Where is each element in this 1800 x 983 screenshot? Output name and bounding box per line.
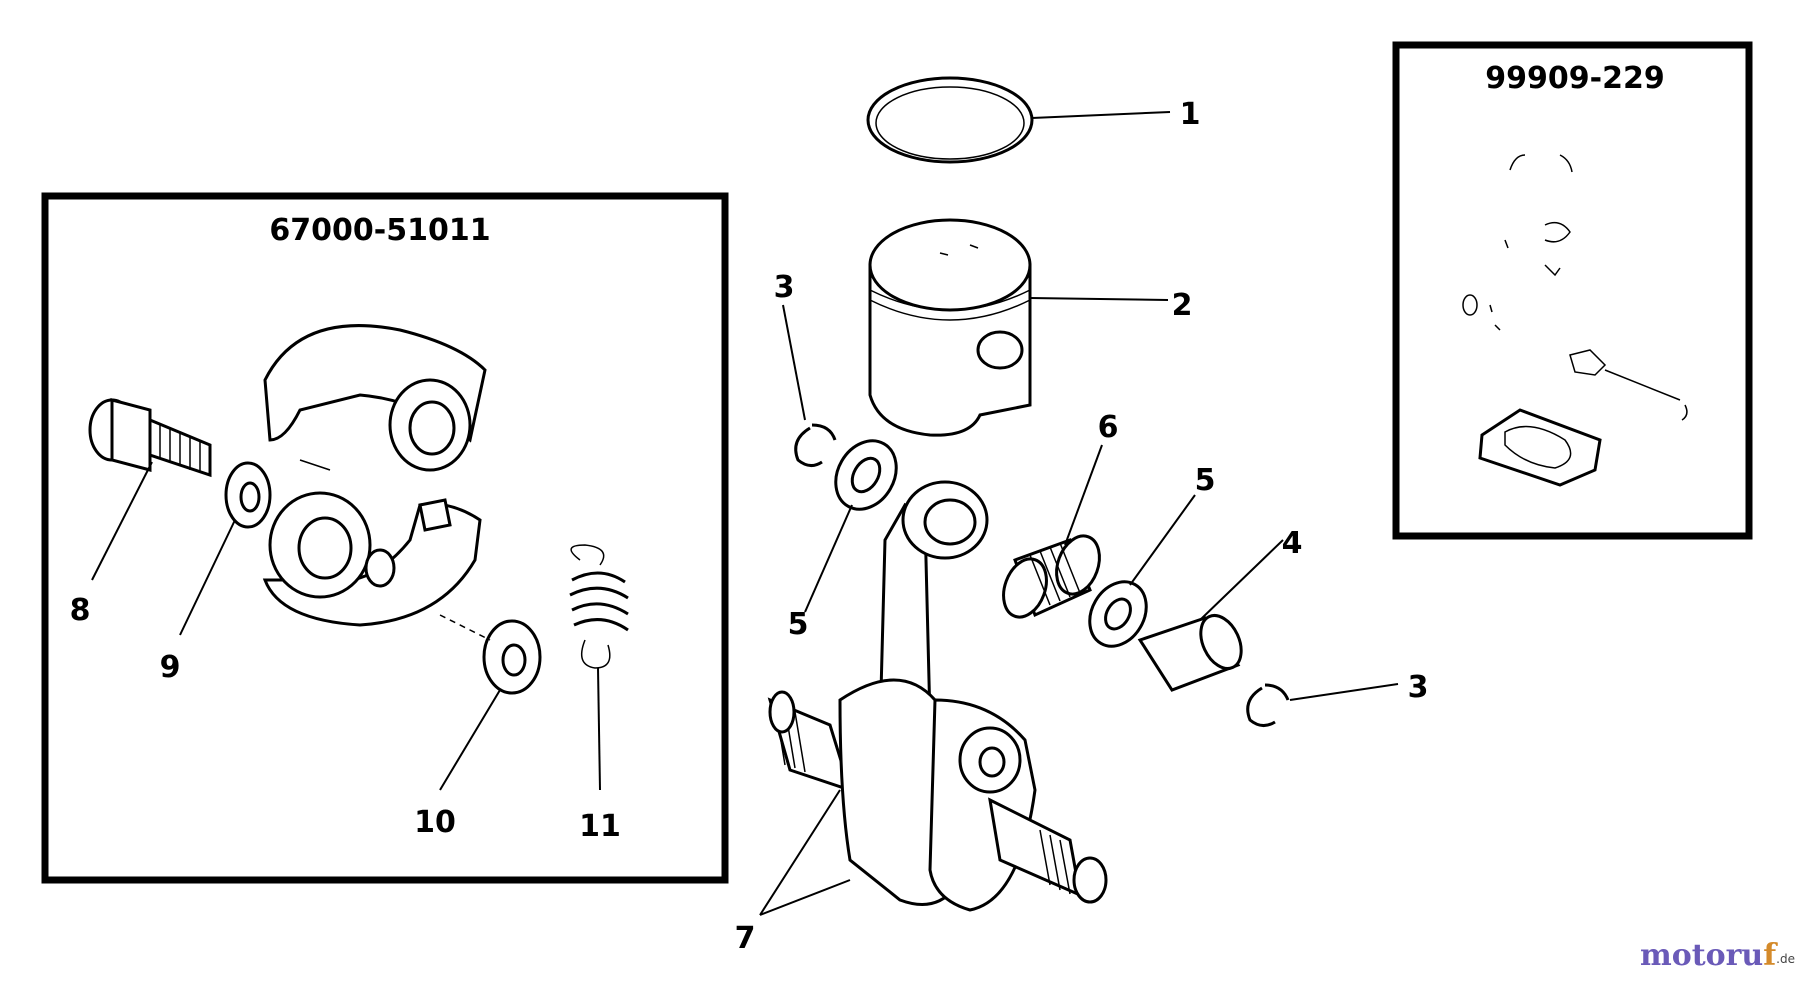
callout-1: 1 (1180, 97, 1201, 132)
callout-3-right: 3 (1408, 670, 1429, 705)
piston-pin (1137, 614, 1243, 692)
callout-5-left: 5 (788, 607, 809, 642)
clutch-bolt (88, 398, 212, 478)
circlip-left (794, 423, 837, 467)
leader-5-right (1129, 494, 1196, 586)
gasket-small-parts-icon (1504, 221, 1571, 277)
spring-11 (569, 544, 629, 669)
leader-11 (597, 667, 601, 791)
thrust-washer-right (1088, 580, 1148, 648)
piston-ring (866, 76, 1034, 164)
callout-9: 9 (160, 650, 181, 685)
watermark-logo: motoruf.de (1640, 938, 1795, 973)
gasket-kit-box: 99909-229 (1392, 41, 1753, 540)
leader-10 (439, 689, 501, 791)
circlip-right (1246, 683, 1290, 727)
svg-text:motoruf.de: motoruf.de (1640, 938, 1795, 973)
callout-8: 8 (70, 593, 91, 628)
leader-6 (1064, 444, 1103, 546)
needle-bearing (1002, 534, 1101, 619)
callout-11: 11 (579, 809, 621, 844)
crankshaft-assembly (767, 480, 1108, 912)
callout-2: 2 (1172, 288, 1193, 323)
callout-7: 7 (735, 921, 756, 956)
leader-5-left (804, 504, 853, 613)
leader-1 (1031, 111, 1171, 119)
cylinder-gasket-icon (1478, 408, 1602, 487)
leader-7b (759, 879, 851, 916)
callout-6: 6 (1098, 410, 1119, 445)
watermark-tld: .de (1776, 952, 1795, 966)
gasket-ring-icon (1509, 154, 1573, 173)
leader-3-left (782, 304, 806, 421)
clutch-kit-box: 67000-51011 (41, 192, 729, 884)
washer-10 (439, 614, 542, 695)
gasket-kit-number: 99909-229 (1485, 61, 1664, 96)
watermark-name-accent: f (1763, 938, 1778, 973)
gasket-seal-icon (1462, 294, 1478, 316)
callout-3-left: 3 (774, 270, 795, 305)
clutch-shoe-lower (262, 491, 482, 627)
thrust-washer-left (834, 439, 898, 511)
piston (868, 218, 1032, 437)
callout-10: 10 (414, 805, 456, 840)
clutch-kit-number: 67000-51011 (269, 213, 490, 248)
leader-2 (1029, 297, 1169, 301)
leader-9 (179, 519, 236, 636)
leader-8 (91, 461, 153, 581)
gasket-pin-icon (1569, 349, 1688, 421)
leader-7a (759, 789, 841, 916)
leader-3-right (1289, 683, 1399, 701)
leader-4 (1199, 539, 1284, 621)
clutch-shoe-upper (263, 324, 487, 472)
callout-5-right: 5 (1195, 463, 1216, 498)
watermark-name: motoru (1640, 938, 1763, 973)
callout-4: 4 (1282, 526, 1303, 561)
